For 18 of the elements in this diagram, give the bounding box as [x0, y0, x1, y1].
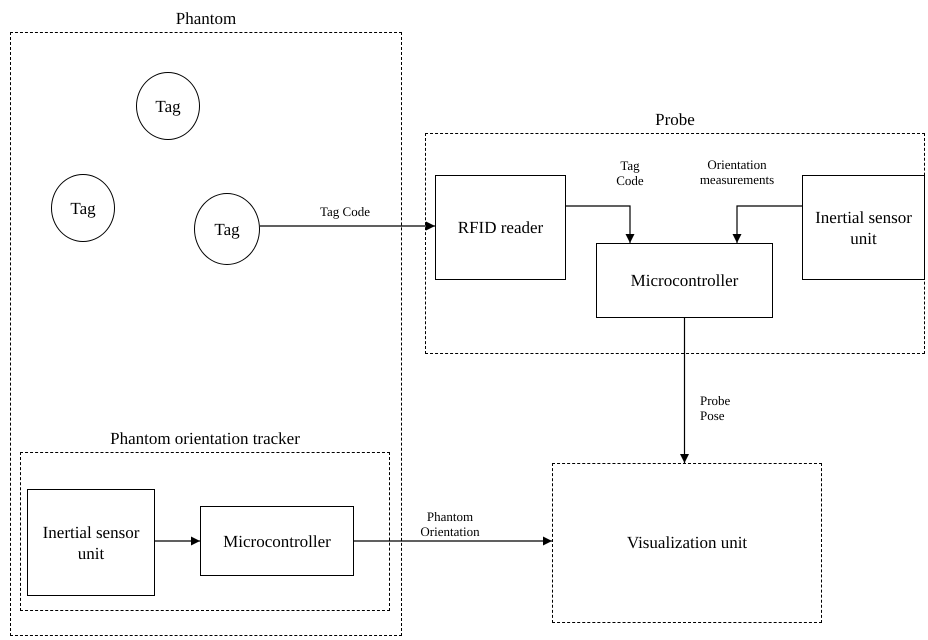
process-box: Microcontroller — [596, 243, 773, 318]
group-title: Probe — [654, 109, 696, 131]
tag-ellipse: Tag — [51, 174, 115, 242]
process-box: RFID reader — [435, 175, 566, 280]
arrow — [155, 536, 200, 546]
process-box: Inertial sensor unit — [27, 489, 155, 596]
tag-ellipse: Tag — [194, 193, 260, 265]
group-title: Phantom — [174, 8, 238, 30]
process-box: Inertial sensor unit — [802, 175, 925, 280]
arrow — [732, 205, 802, 243]
arrow — [260, 222, 435, 230]
process-box: Microcontroller — [200, 506, 354, 576]
arrow — [680, 318, 689, 463]
dashed-unit-box: Visualization unit — [552, 463, 822, 623]
arrow — [354, 536, 552, 546]
group-title: Phantom orientation tracker — [109, 428, 301, 450]
arrow — [566, 205, 634, 243]
tag-ellipse: Tag — [136, 72, 200, 140]
